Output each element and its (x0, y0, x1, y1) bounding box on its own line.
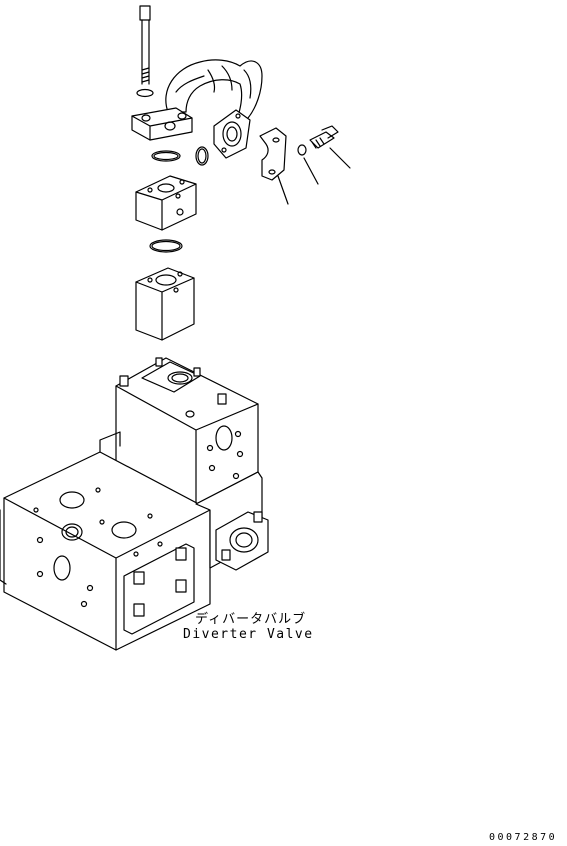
o-ring-1 (152, 151, 180, 161)
drawing-number: 00072870 (489, 832, 558, 843)
long-bolt (140, 6, 150, 84)
adapter-block (136, 176, 196, 230)
component-label-en: Diverter Valve (183, 627, 314, 642)
leader-line-clamp (278, 176, 288, 204)
half-clamp (260, 128, 286, 180)
spacer-block (136, 268, 194, 340)
short-bolt (310, 126, 338, 148)
hose-assembly (166, 60, 262, 124)
small-washer (298, 145, 306, 155)
leader-line-bolt (330, 148, 350, 168)
side-flange (216, 512, 268, 570)
o-ring-3 (150, 240, 182, 252)
component-label-jp: ディバータバルブ (195, 612, 307, 627)
hose-end-flange (214, 110, 250, 158)
o-ring-2 (196, 147, 208, 165)
side-cover-plate (124, 544, 194, 634)
leader-line-washer (304, 158, 318, 184)
split-flange-left (132, 108, 192, 140)
bolt-washer (137, 90, 153, 97)
